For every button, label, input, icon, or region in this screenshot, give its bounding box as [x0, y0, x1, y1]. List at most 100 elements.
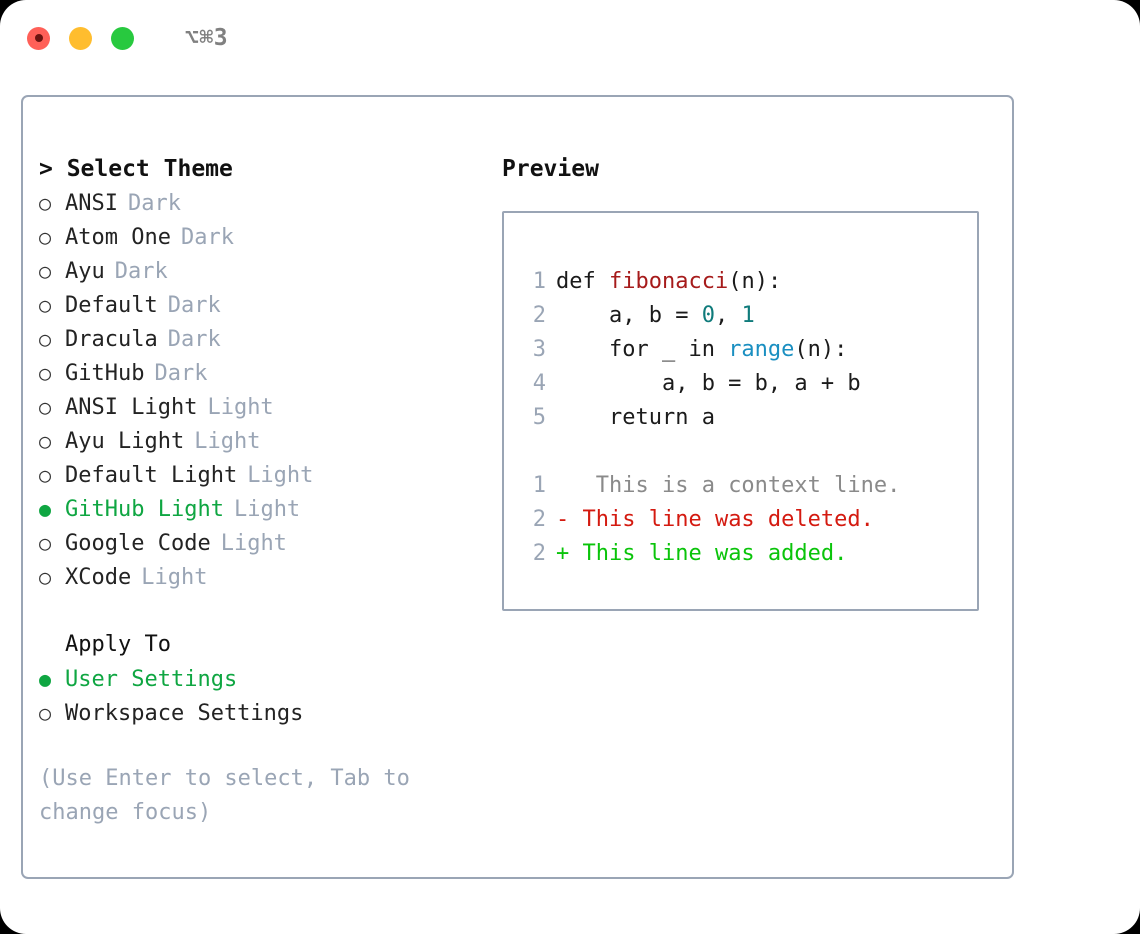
- keyboard-shortcut-label: ⌥⌘3: [185, 25, 229, 51]
- theme-option-label: ANSI Light: [65, 395, 198, 420]
- theme-option-label: Google Code: [65, 531, 211, 556]
- theme-option-label: XCode: [65, 565, 132, 590]
- code-token: for _ in: [556, 337, 729, 362]
- close-button-icon[interactable]: [27, 26, 50, 50]
- diff-text: This is a context line.: [569, 473, 901, 498]
- keyboard-hint-text: (Use Enter to select, Tab to change focu…: [39, 766, 410, 825]
- radio-unselected-icon: ○: [39, 225, 52, 249]
- theme-variant-tag: Light: [233, 497, 301, 522]
- radio-unselected-icon: ○: [39, 531, 52, 555]
- theme-option-github[interactable]: ○ GitHub Dark: [39, 356, 499, 390]
- code-diff-separator: [520, 435, 977, 469]
- line-number: 5: [532, 405, 546, 430]
- theme-option-ansi[interactable]: ○ ANSI Dark: [39, 186, 499, 220]
- diff-sign: [556, 469, 569, 503]
- theme-option-xcode[interactable]: ○ XCode Light: [39, 560, 499, 594]
- radio-unselected-icon: ○: [39, 361, 52, 385]
- code-token: a, b =: [556, 303, 702, 328]
- apply-to-option-label: Workspace Settings: [65, 701, 304, 726]
- theme-variant-tag: Light: [207, 395, 274, 420]
- theme-option-label: Ayu: [65, 259, 105, 284]
- theme-variant-tag: Light: [194, 429, 261, 454]
- apply-to-option-label: User Settings: [65, 667, 238, 692]
- theme-option-label: Ayu Light: [65, 429, 185, 454]
- theme-option-ayu[interactable]: ○ Ayu Dark: [39, 254, 499, 288]
- line-number: 1: [532, 269, 546, 294]
- code-token: ,: [714, 303, 742, 328]
- code-line: 5 return a: [520, 401, 977, 435]
- theme-option-label: GitHub: [65, 361, 145, 386]
- radio-selected-icon: ●: [39, 497, 52, 521]
- diff-text: This line was deleted.: [569, 507, 874, 532]
- traffic-lights: [27, 26, 134, 50]
- diff-line: 2- This line was deleted.: [520, 503, 977, 537]
- radio-unselected-icon: ○: [39, 463, 52, 487]
- apply-to-option-user-settings[interactable]: ● User Settings: [39, 662, 499, 696]
- theme-variant-tag: Dark: [167, 327, 221, 352]
- theme-variant-tag: Light: [141, 565, 208, 590]
- theme-variant-tag: Dark: [154, 361, 208, 386]
- radio-selected-icon: ●: [39, 667, 52, 691]
- code-token: 1: [741, 303, 755, 328]
- code-token: 0: [701, 303, 715, 328]
- diff-text: This line was added.: [569, 541, 848, 566]
- theme-option-default[interactable]: ○ Default Dark: [39, 288, 499, 322]
- radio-unselected-icon: ○: [39, 293, 52, 317]
- theme-variant-tag: Dark: [180, 225, 234, 250]
- line-number: 2: [532, 303, 546, 328]
- line-number: 2: [532, 541, 546, 566]
- list-spacer: [39, 594, 499, 628]
- theme-option-label: Default: [65, 293, 158, 318]
- line-number: 2: [532, 507, 546, 532]
- theme-option-label: GitHub Light: [65, 497, 224, 522]
- line-number: 1: [532, 473, 546, 498]
- radio-unselected-icon: ○: [39, 701, 52, 725]
- code-line: 4 a, b = b, a + b: [520, 367, 977, 401]
- minimize-button-icon[interactable]: [69, 26, 92, 50]
- diff-line: 1 This is a context line.: [520, 469, 977, 503]
- apply-to-header: Apply To: [65, 632, 171, 657]
- theme-option-label: Atom One: [65, 225, 171, 250]
- line-number: 3: [532, 337, 546, 362]
- maximize-button-icon[interactable]: [111, 26, 134, 50]
- title-bar: ⌥⌘3: [0, 0, 1140, 76]
- line-number: 4: [532, 371, 546, 396]
- radio-unselected-icon: ○: [39, 191, 52, 215]
- radio-unselected-icon: ○: [39, 565, 52, 589]
- diff-line: 2 + This line was added.: [520, 537, 977, 571]
- theme-option-github-light[interactable]: ● GitHub Light Light: [39, 492, 499, 526]
- theme-option-label: Default Light: [65, 463, 238, 488]
- radio-unselected-icon: ○: [39, 327, 52, 351]
- theme-option-atom-one[interactable]: ○ Atom One Dark: [39, 220, 499, 254]
- theme-variant-tag: Dark: [167, 293, 221, 318]
- diff-sign: +: [556, 541, 570, 566]
- preview-title: Preview: [502, 156, 599, 182]
- apply-to-option-workspace-settings[interactable]: ○ Workspace Settings: [39, 696, 499, 730]
- theme-variant-tag: Light: [247, 463, 314, 488]
- code-token: (n):: [794, 337, 848, 362]
- select-theme-header: > Select Theme: [39, 156, 233, 182]
- code-token: range: [728, 337, 795, 362]
- theme-variant-tag: Dark: [127, 191, 181, 216]
- code-token: fibonacci: [608, 269, 729, 294]
- code-token: return a: [556, 405, 715, 430]
- theme-option-dracula[interactable]: ○ Dracula Dark: [39, 322, 499, 356]
- code-token: a, b = b, a + b: [556, 371, 861, 396]
- radio-unselected-icon: ○: [39, 259, 52, 283]
- code-line: 3 for _ in range(n):: [520, 333, 977, 367]
- theme-option-default-light[interactable]: ○ Default Light Light: [39, 458, 499, 492]
- theme-option-label: ANSI: [65, 191, 118, 216]
- theme-variant-tag: Dark: [114, 259, 168, 284]
- theme-option-label: Dracula: [65, 327, 158, 352]
- diff-sign: -: [556, 507, 570, 532]
